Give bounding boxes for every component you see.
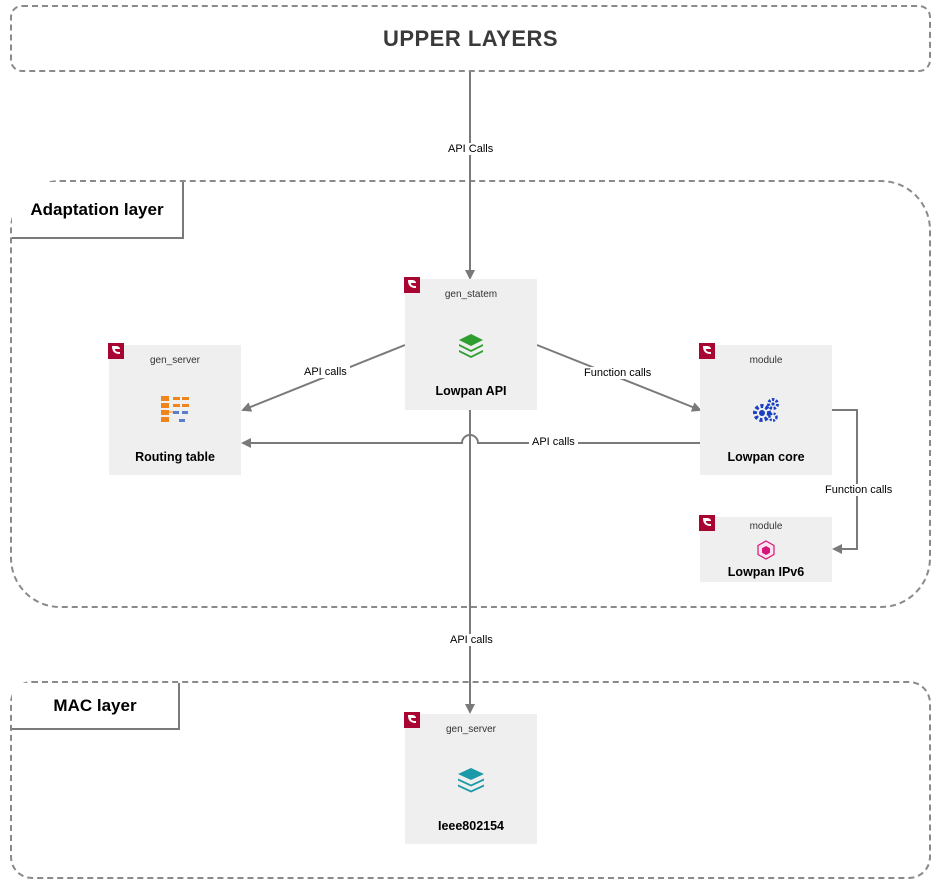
edge-label-api-to-core: Function calls bbox=[581, 367, 655, 379]
upper-layers-title: UPPER LAYERS bbox=[382, 25, 559, 51]
edge-label-core-to-routing: API calls bbox=[529, 436, 578, 448]
erlang-logo bbox=[699, 343, 715, 359]
erlang-logo bbox=[404, 277, 420, 293]
upper-layers-container: UPPER LAYERS bbox=[10, 5, 931, 72]
node-kind: module bbox=[749, 355, 783, 366]
node-label: Ieee802154 bbox=[437, 819, 505, 833]
edge-core-to-routing bbox=[241, 434, 700, 448]
node-label: Routing table bbox=[135, 450, 215, 464]
node-label: Lowpan API bbox=[435, 384, 507, 398]
pink-cube-icon bbox=[757, 540, 775, 560]
node-label: Lowpan core bbox=[727, 450, 805, 464]
erlang-logo bbox=[108, 343, 124, 359]
node-kind: gen_server bbox=[149, 355, 201, 366]
node-ieee802154[interactable]: gen_server Ieee802154 bbox=[405, 714, 537, 844]
edge-label-core-to-ipv6: Function calls bbox=[822, 484, 896, 496]
node-kind: gen_statem bbox=[444, 289, 498, 300]
node-lowpan-core[interactable]: module Lowpan core bbox=[700, 345, 832, 475]
edge-label-api-to-routing: API calls bbox=[301, 366, 350, 378]
node-kind: gen_server bbox=[445, 724, 497, 735]
erlang-logo bbox=[404, 712, 420, 728]
teal-layers-icon bbox=[458, 768, 484, 793]
erlang-logo bbox=[699, 515, 715, 531]
edge-core-to-ipv6 bbox=[832, 409, 858, 554]
edge-label-api-to-mac: API calls bbox=[447, 634, 496, 646]
node-kind: module bbox=[749, 521, 783, 532]
blue-gears-icon bbox=[753, 398, 779, 422]
green-layers-icon bbox=[459, 334, 483, 358]
node-routing-table[interactable]: gen_server Routing table bbox=[109, 345, 241, 475]
edge-label-upper-to-api: API Calls bbox=[445, 143, 497, 155]
node-label: Lowpan IPv6 bbox=[727, 565, 805, 579]
node-lowpan-ipv6[interactable]: module Lowpan IPv6 bbox=[700, 517, 832, 582]
adaptation-layer-title: Adaptation layer bbox=[12, 182, 184, 239]
mac-layer-title: MAC layer bbox=[12, 683, 180, 730]
node-lowpan-api[interactable]: gen_statem Lowpan API bbox=[405, 279, 537, 410]
orange-table-icon bbox=[161, 396, 189, 422]
